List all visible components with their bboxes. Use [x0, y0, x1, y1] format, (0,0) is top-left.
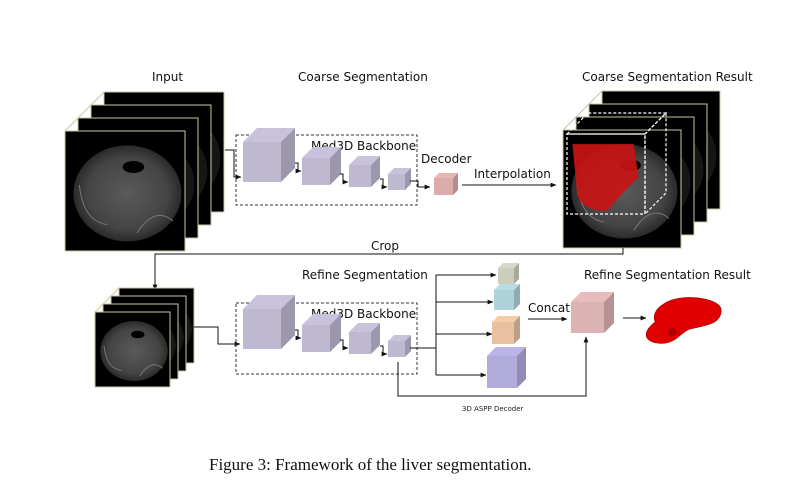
backbone-cube-2: [302, 314, 341, 352]
backbone-cube-2: [302, 147, 341, 185]
crop-label: Crop: [371, 239, 399, 253]
backbone-cubes-top: [243, 128, 411, 190]
backbone-cubes-bottom: [243, 295, 411, 357]
crop-region-box: [565, 111, 668, 216]
coarse-result-label: Coarse Segmentation Result: [582, 70, 753, 84]
backbone-box-top: [235, 134, 418, 206]
cropped-ct-stack: [94, 287, 195, 388]
backbone-box-bottom: [235, 302, 418, 375]
refine-result-label: Refine Segmentation Result: [584, 268, 751, 282]
ct-slice: [64, 130, 186, 252]
concat-cube-shape: [571, 292, 614, 333]
coarse-segmentation-label: Coarse Segmentation: [298, 70, 428, 84]
input-ct-stack: [64, 91, 225, 252]
backbone-connector-arrow: [340, 173, 349, 185]
backbone-connector-arrow: [295, 162, 302, 174]
crop-arrow: [152, 248, 624, 291]
interpolation-label: Interpolation: [474, 167, 551, 181]
decoder-cube-shape: [434, 173, 458, 195]
liver-3d-model: [645, 297, 722, 344]
coarse-result-stack: [562, 90, 721, 249]
ct-slice: [94, 311, 171, 388]
backbone-connector-arrow: [380, 345, 388, 357]
ct-slice: [562, 129, 682, 249]
backbone-cube-3: [349, 156, 380, 187]
decoder-cube: [434, 173, 458, 195]
aspp-decoder-label: 3D ASPP Decoder: [462, 405, 524, 413]
backbone-to-decoder-arrow: [410, 180, 431, 190]
aspp-branches: [397, 272, 589, 397]
concat-cube: [571, 292, 614, 333]
backbone-connector-arrow: [340, 339, 349, 351]
input-label: Input: [152, 70, 183, 84]
backbone-cube-1: [243, 128, 295, 182]
backbone-connector-arrow: [295, 329, 302, 341]
concat-label: Concat: [528, 301, 570, 315]
backbone-connector-arrow: [380, 178, 388, 190]
crop-to-backbone-arrow: [194, 326, 241, 347]
figure-caption: Figure 3: Framework of the liver segment…: [209, 455, 531, 474]
aspp-cubes: [487, 263, 526, 388]
aspp-cube-4: [487, 347, 526, 388]
backbone-cube-1: [243, 295, 295, 349]
aspp-cube-1: [498, 263, 519, 284]
backbone-cube-3: [349, 323, 380, 354]
backbone-cube-4: [388, 335, 411, 357]
backbone-cube-4: [388, 168, 411, 190]
aspp-cube-2: [494, 284, 520, 310]
liver-mask: [572, 144, 639, 211]
input-to-backbone-arrow: [225, 149, 242, 180]
decoder-label: Decoder: [421, 152, 472, 166]
liver-3d-shadow: [668, 328, 677, 337]
refine-segmentation-label: Refine Segmentation: [302, 268, 428, 282]
aspp-cube-3: [492, 316, 520, 344]
